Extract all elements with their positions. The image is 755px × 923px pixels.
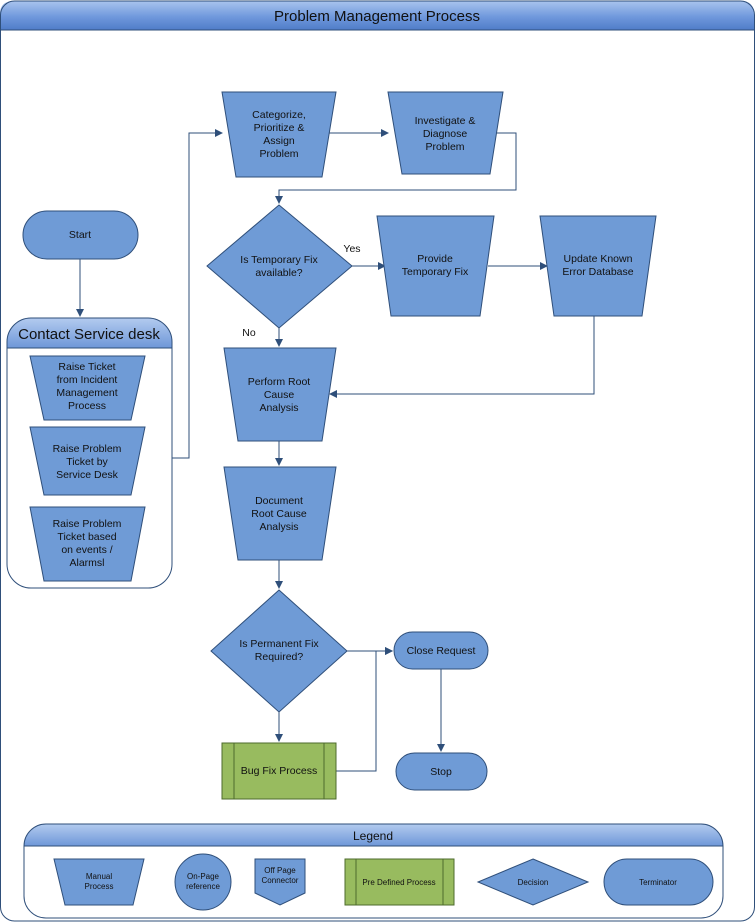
legend-title: Legend bbox=[353, 829, 393, 843]
legend-terminator: Terminator bbox=[603, 858, 714, 906]
node-start-label: Start bbox=[69, 229, 91, 241]
node-stop-label: Stop bbox=[430, 766, 452, 778]
edge-lane-to-categorize bbox=[172, 129, 223, 459]
node-close-request-label: Close Request bbox=[407, 645, 476, 657]
node-stop: Stop bbox=[395, 752, 488, 791]
node-bug-fix-label: Bug Fix Process bbox=[241, 765, 317, 777]
legend-predefined-process: Pre Defined Process bbox=[344, 858, 455, 906]
diagram-title: Problem Management Process bbox=[274, 8, 480, 25]
legend-terminator-label: Terminator bbox=[639, 878, 677, 887]
node-bug-fix: Bug Fix Process bbox=[221, 742, 337, 800]
legend-decision-label: Decision bbox=[518, 878, 549, 887]
legend-decision: Decision bbox=[476, 858, 590, 906]
swimlane-contact-service-desk: Contact Service desk bbox=[6, 317, 173, 589]
legend-predefined-process-label: Pre Defined Process bbox=[362, 878, 435, 887]
connectors bbox=[76, 129, 595, 772]
swimlane-title: Contact Service desk bbox=[18, 326, 160, 343]
edge-label-yes: Yes bbox=[343, 243, 360, 255]
edge-label-no: No bbox=[242, 327, 256, 339]
edge-investigate-to-decision bbox=[275, 132, 517, 204]
node-start: Start bbox=[22, 210, 139, 260]
edge-ked-to-root-cause bbox=[329, 316, 595, 398]
node-close-request: Close Request bbox=[393, 631, 489, 670]
edge-bug-fix-to-close bbox=[336, 647, 393, 772]
